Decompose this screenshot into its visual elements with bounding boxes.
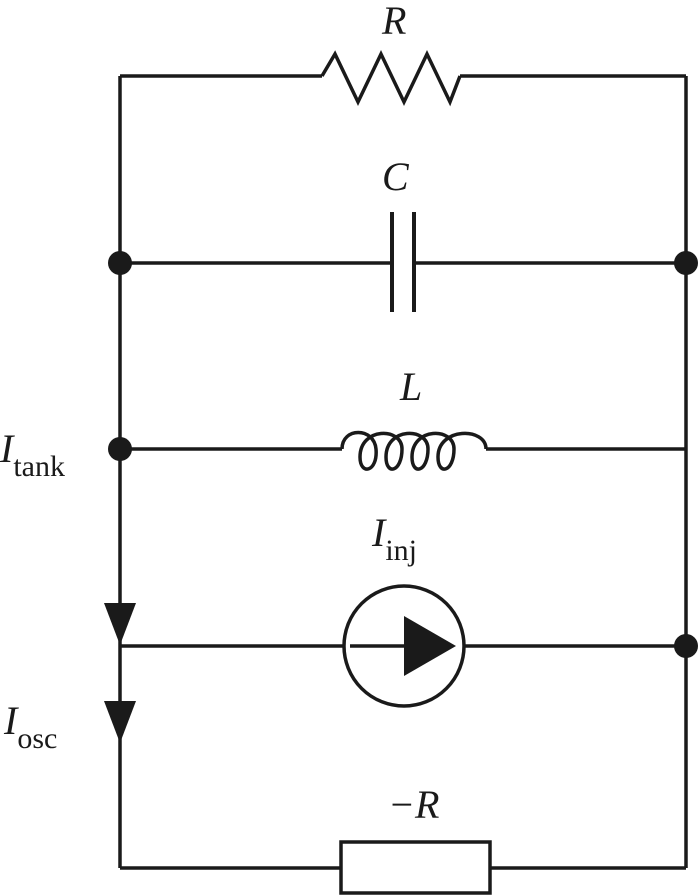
junction-node bbox=[674, 634, 698, 658]
junction-node bbox=[108, 437, 132, 461]
junction-node bbox=[108, 251, 132, 275]
osc-current-arrow-icon bbox=[104, 701, 136, 743]
current-source-arrow-icon bbox=[404, 616, 456, 676]
resistor-label: R bbox=[381, 0, 406, 43]
osc-current-label: Iosc bbox=[3, 698, 57, 755]
capacitor-label: C bbox=[382, 154, 410, 199]
junction-node bbox=[674, 251, 698, 275]
current-source-branch bbox=[120, 584, 686, 708]
capacitor-branch bbox=[120, 212, 686, 312]
resistor-r bbox=[320, 49, 462, 107]
negative-resistor-box bbox=[339, 840, 492, 895]
resistor-branch bbox=[120, 49, 686, 107]
negative-resistor-label: −R bbox=[388, 782, 439, 827]
tank-current-arrow-icon bbox=[104, 603, 136, 645]
inductor-l bbox=[340, 430, 488, 471]
inductor-branch bbox=[120, 430, 686, 471]
negative-resistor-branch bbox=[120, 840, 686, 895]
tank-current-label: Itank bbox=[0, 426, 65, 483]
inductor-label: L bbox=[399, 364, 422, 409]
current-source-label: Iinj bbox=[371, 510, 417, 567]
